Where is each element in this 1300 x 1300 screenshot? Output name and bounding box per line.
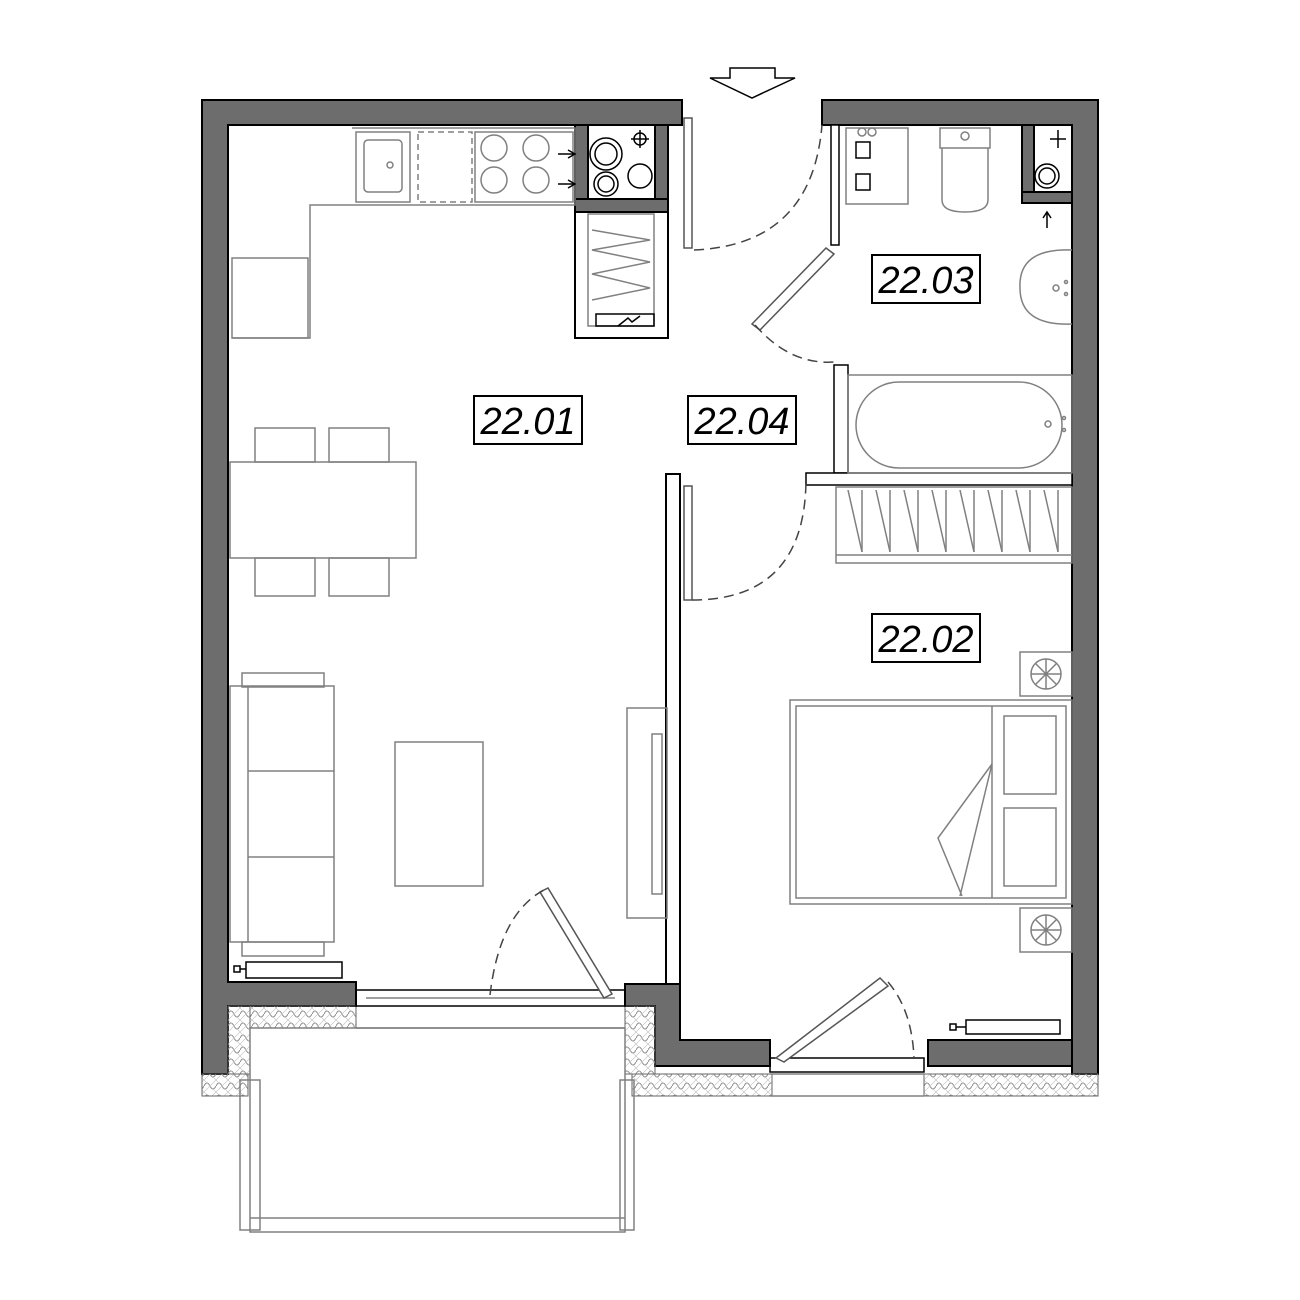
sofa bbox=[229, 672, 335, 957]
washbasin bbox=[1019, 249, 1073, 325]
fan-icon bbox=[1019, 651, 1073, 953]
room-number: 22.01 bbox=[479, 401, 575, 443]
bedroom-closet bbox=[835, 486, 1073, 564]
toilet bbox=[939, 127, 991, 213]
coffee-table bbox=[394, 741, 484, 887]
room-label-bathroom: 22.03 bbox=[871, 254, 981, 304]
exterior-walls bbox=[201, 99, 1099, 1075]
bathtub bbox=[847, 374, 1073, 474]
interior-partitions bbox=[574, 124, 1073, 985]
vent-icon bbox=[558, 130, 1066, 228]
washing-machine bbox=[845, 127, 909, 205]
double-bed bbox=[789, 699, 1073, 905]
room-number: 22.02 bbox=[877, 619, 973, 661]
tv-stand bbox=[626, 707, 668, 919]
radiator-living bbox=[233, 961, 343, 979]
entrance-arrow-icon bbox=[709, 67, 796, 99]
dining-table bbox=[229, 427, 417, 597]
room-label-bedroom: 22.02 bbox=[871, 613, 981, 663]
bathroom-door[interactable] bbox=[750, 247, 836, 363]
bedroom-door[interactable] bbox=[683, 479, 807, 601]
balcony bbox=[239, 1027, 635, 1233]
entrance-door[interactable] bbox=[683, 117, 823, 251]
insulation-strip bbox=[201, 1005, 1099, 1097]
radiator-bedroom bbox=[949, 1019, 1061, 1035]
room-label-hall: 22.04 bbox=[687, 395, 797, 445]
window-bedroom bbox=[769, 977, 925, 1097]
balcony-door[interactable] bbox=[489, 887, 614, 999]
hall-wardrobe bbox=[587, 213, 655, 327]
room-label-living: 22.01 bbox=[473, 395, 583, 445]
room-number: 22.03 bbox=[877, 260, 973, 302]
kitchen-counter bbox=[231, 127, 576, 339]
room-number: 22.04 bbox=[693, 401, 789, 443]
